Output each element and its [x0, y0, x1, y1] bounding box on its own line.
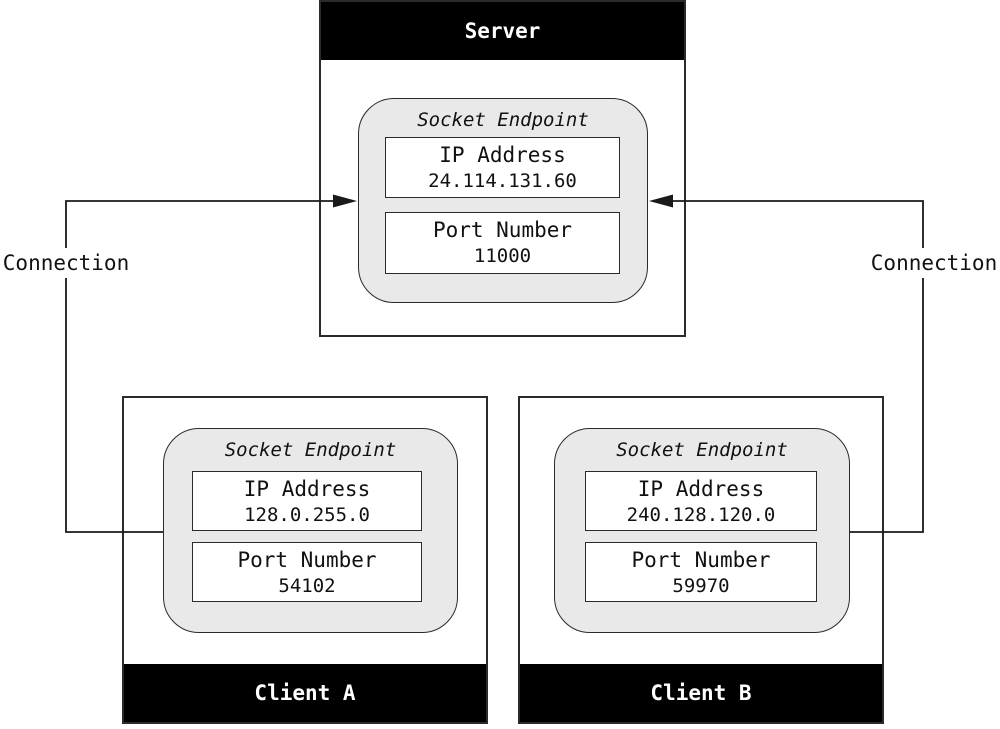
client-b-socket-endpoint-title: Socket Endpoint: [616, 439, 788, 461]
client-a-ip-address-box: IP Address 128.0.255.0: [192, 471, 422, 531]
server-ip-address-label: IP Address: [439, 143, 566, 167]
server-ip-address-value: 24.114.131.60: [428, 170, 577, 192]
client-a-ip-address-value: 128.0.255.0: [244, 504, 370, 526]
client-b-box: Socket Endpoint IP Address 240.128.120.0…: [518, 396, 884, 724]
client-b-footer: Client B: [520, 664, 882, 722]
server-header: Server: [321, 2, 684, 60]
server-port-number-value: 11000: [473, 245, 532, 267]
client-b-title: Client B: [650, 681, 752, 705]
client-a-socket-endpoint: Socket Endpoint IP Address 128.0.255.0 P…: [163, 428, 458, 633]
server-socket-endpoint: Socket Endpoint IP Address 24.114.131.60…: [358, 98, 648, 303]
server-box: Server Socket Endpoint IP Address 24.114…: [319, 0, 686, 337]
connection-label-left: Connection: [0, 248, 132, 278]
client-b-port-number-box: Port Number 59970: [585, 542, 817, 602]
client-a-box: Socket Endpoint IP Address 128.0.255.0 P…: [122, 396, 488, 724]
client-a-title: Client A: [254, 681, 356, 705]
client-a-footer: Client A: [124, 664, 486, 722]
client-a-socket-endpoint-title: Socket Endpoint: [224, 439, 397, 461]
server-port-number-label: Port Number: [432, 218, 573, 242]
client-a-port-number-label: Port Number: [237, 548, 377, 572]
client-b-port-number-label: Port Number: [631, 548, 771, 572]
client-b-ip-address-value: 240.128.120.0: [626, 504, 776, 526]
client-a-ip-address-label: IP Address: [243, 477, 371, 501]
client-a-port-number-value: 54102: [278, 575, 336, 597]
client-b-port-number-value: 59970: [672, 575, 730, 597]
connection-label-right: Connection: [868, 248, 1000, 278]
client-b-ip-address-label: IP Address: [637, 477, 765, 501]
client-a-port-number-box: Port Number 54102: [192, 542, 422, 602]
client-b-socket-endpoint: Socket Endpoint IP Address 240.128.120.0…: [554, 428, 850, 633]
server-port-number-box: Port Number 11000: [385, 212, 620, 274]
server-title: Server: [464, 19, 541, 43]
server-socket-endpoint-title: Socket Endpoint: [417, 109, 589, 131]
server-ip-address-box: IP Address 24.114.131.60: [385, 137, 620, 198]
client-b-ip-address-box: IP Address 240.128.120.0: [585, 471, 817, 531]
